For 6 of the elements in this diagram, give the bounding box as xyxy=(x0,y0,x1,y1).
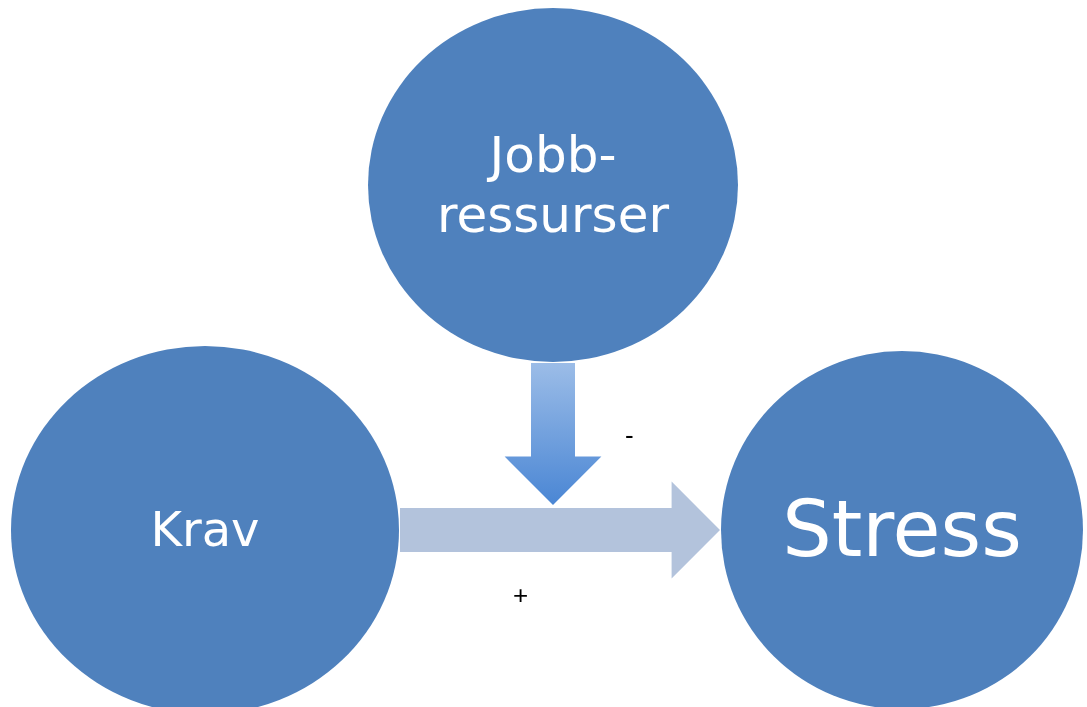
node-label: Jobb- ressurser xyxy=(436,125,670,245)
circle-node xyxy=(367,7,739,363)
node-label: Stress xyxy=(782,483,1022,577)
block-arrow xyxy=(400,481,720,579)
node-label: Krav xyxy=(150,501,260,559)
block-arrow xyxy=(504,363,602,505)
